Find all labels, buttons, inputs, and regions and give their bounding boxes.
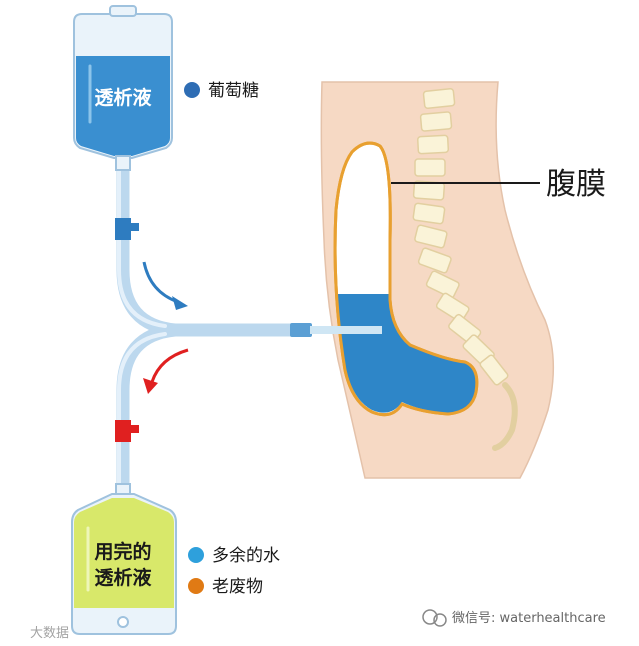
waste-label: 老废物 xyxy=(212,577,263,597)
spine xyxy=(412,88,518,451)
lower-clamp[interactable] xyxy=(115,420,139,442)
excess-water-label: 多余的水 xyxy=(212,546,280,566)
upper-clamp[interactable] xyxy=(115,218,139,240)
used-bag-label-line1: 用完的 xyxy=(94,540,151,563)
tube-upper xyxy=(116,151,307,337)
fresh-dialysate-bag: 透析液 xyxy=(73,5,173,171)
peritoneum-label: 腹膜 xyxy=(546,167,606,202)
wechat-id: 微信号: waterhealthcare xyxy=(452,611,606,626)
glucose-label: 葡萄糖 xyxy=(208,81,259,101)
cavity-dialysate xyxy=(336,294,476,413)
waste-dot xyxy=(188,578,204,594)
used-bag-label-line2: 透析液 xyxy=(94,566,152,589)
inflow-arrow xyxy=(142,261,188,310)
body-cross-section xyxy=(320,81,555,479)
tube-lower xyxy=(116,323,182,497)
left-watermark: 大数据 xyxy=(30,626,69,641)
glucose-dot xyxy=(184,82,200,98)
catheter-in-body xyxy=(312,326,382,334)
wechat-watermark: 微信号: waterhealthcare xyxy=(422,609,606,627)
fresh-bag-label: 透析液 xyxy=(94,86,152,109)
outflow-arrow xyxy=(143,348,189,394)
peritoneum-callout: 腹膜 xyxy=(391,167,606,202)
excess-water-dot xyxy=(188,547,204,563)
tubing-highlight xyxy=(117,158,167,490)
legend: 葡萄糖 多余的水 老废物 xyxy=(184,81,280,597)
used-dialysate-bag: 用完的 透析液 xyxy=(71,483,177,635)
catheter-connector xyxy=(290,323,312,337)
